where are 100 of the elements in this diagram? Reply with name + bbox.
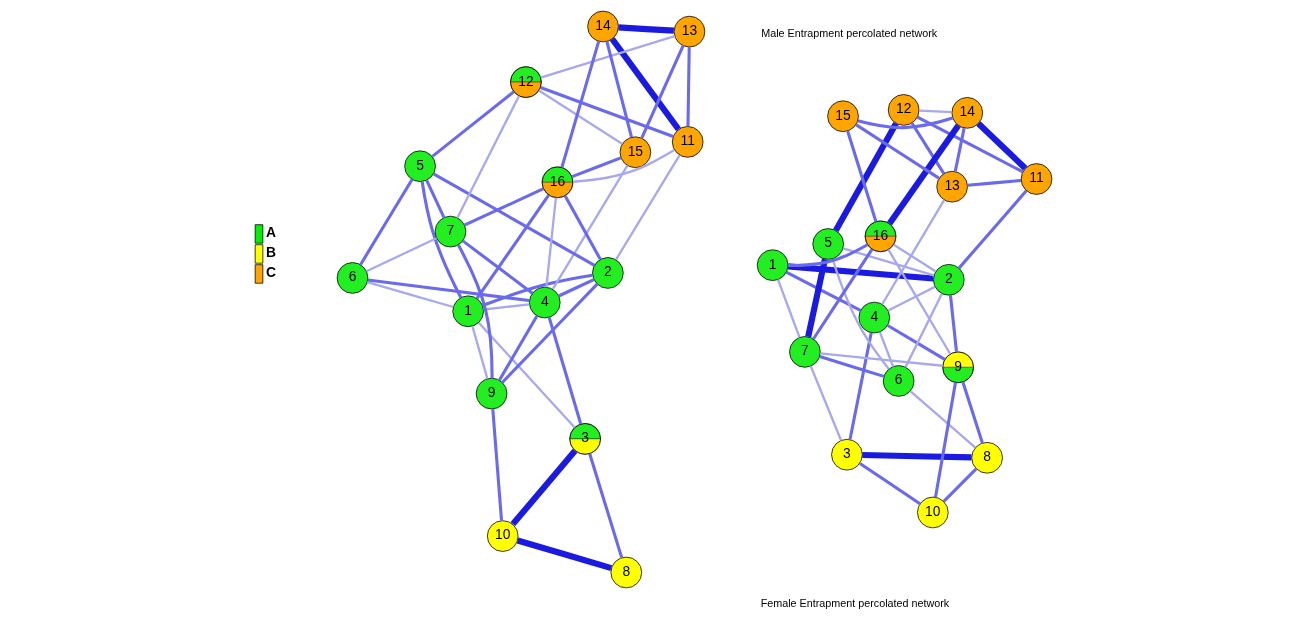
connector <box>477 322 576 429</box>
connector <box>491 408 504 521</box>
connector <box>948 295 958 352</box>
connector <box>819 355 885 378</box>
connector <box>961 381 984 444</box>
connector <box>432 172 596 267</box>
connector <box>878 331 895 367</box>
node-circle: 13 <box>673 15 706 48</box>
node-circle: 2 <box>592 257 624 289</box>
connector <box>820 352 943 367</box>
connector <box>893 243 937 273</box>
node-circle: 15 <box>619 136 652 168</box>
connector <box>609 37 681 132</box>
connector <box>953 127 966 172</box>
node-circle: 8 <box>971 442 1003 474</box>
connector <box>463 187 545 227</box>
connector <box>547 316 583 425</box>
connector <box>420 181 463 299</box>
connector <box>859 462 921 506</box>
connector <box>776 279 801 338</box>
connector <box>788 243 869 268</box>
node-circle: 11 <box>671 126 704 158</box>
connector <box>887 285 936 312</box>
connector <box>833 122 899 233</box>
node-circle: 4 <box>858 301 891 334</box>
connector <box>457 244 494 379</box>
connector <box>886 324 946 361</box>
connector <box>933 382 957 498</box>
connector <box>805 258 828 338</box>
connector <box>359 178 414 266</box>
node-circle: 10 <box>917 496 949 529</box>
connector <box>967 178 1022 187</box>
connector <box>482 273 593 307</box>
connector <box>848 332 873 440</box>
node-circle: 10 <box>486 520 519 552</box>
connector <box>367 281 454 309</box>
label: Male Entrapment percolated network <box>761 26 938 39</box>
node-circle: 9 <box>475 377 508 410</box>
node-circle: 11 <box>1020 163 1053 195</box>
connector <box>976 121 1028 171</box>
connector <box>842 247 935 277</box>
node-circle: 2 <box>933 264 965 296</box>
connector <box>904 293 943 368</box>
node-circle: 12 <box>887 94 920 126</box>
node-circle: 3 <box>831 438 863 471</box>
connector <box>846 130 878 222</box>
connector <box>571 156 622 179</box>
connector <box>881 199 946 305</box>
node-circle: 5 <box>404 150 436 182</box>
connector <box>540 35 675 79</box>
connector <box>558 278 595 298</box>
connector <box>516 537 613 572</box>
node-circle: 5 <box>812 228 844 260</box>
connector <box>551 164 629 290</box>
node-circle: 7 <box>789 336 821 368</box>
connector <box>887 123 961 226</box>
node-circle: 6 <box>336 262 369 294</box>
connector <box>919 109 952 114</box>
connector <box>540 86 674 138</box>
connector <box>785 270 862 312</box>
connector <box>812 248 874 340</box>
node-circle: 15 <box>827 100 859 132</box>
node-circle: 8 <box>610 556 643 589</box>
connector <box>498 315 539 381</box>
node-circle: 7 <box>434 215 467 248</box>
connector <box>809 365 843 441</box>
connector <box>857 116 954 130</box>
connector <box>572 149 675 183</box>
connector <box>366 237 437 273</box>
connector <box>887 249 952 355</box>
connector <box>425 179 446 219</box>
connector <box>855 123 940 180</box>
connector <box>563 195 602 261</box>
connector <box>615 154 681 261</box>
connector <box>909 390 977 449</box>
connector <box>461 239 534 295</box>
node-circle: 1 <box>452 295 484 328</box>
connector <box>916 115 1024 174</box>
connector <box>957 189 1028 270</box>
legend-label: B <box>265 243 276 260</box>
connector <box>942 467 978 503</box>
connector <box>588 453 624 559</box>
connector <box>475 194 550 300</box>
connector <box>367 278 530 303</box>
connector <box>471 326 489 379</box>
connector <box>640 45 685 139</box>
label: Female Entrapment percolated network <box>760 596 950 609</box>
node-circle: 6 <box>882 365 915 397</box>
connector <box>456 95 520 219</box>
connector <box>910 122 946 175</box>
node-circle: 14 <box>587 10 619 43</box>
node-circle: 4 <box>529 286 561 319</box>
connector <box>510 448 578 527</box>
connector <box>501 283 599 384</box>
legend-label: C <box>265 263 276 280</box>
connector <box>538 89 624 145</box>
connector <box>560 41 601 168</box>
connector <box>862 451 972 461</box>
node-circle: 14 <box>951 97 984 129</box>
connector <box>618 24 675 34</box>
